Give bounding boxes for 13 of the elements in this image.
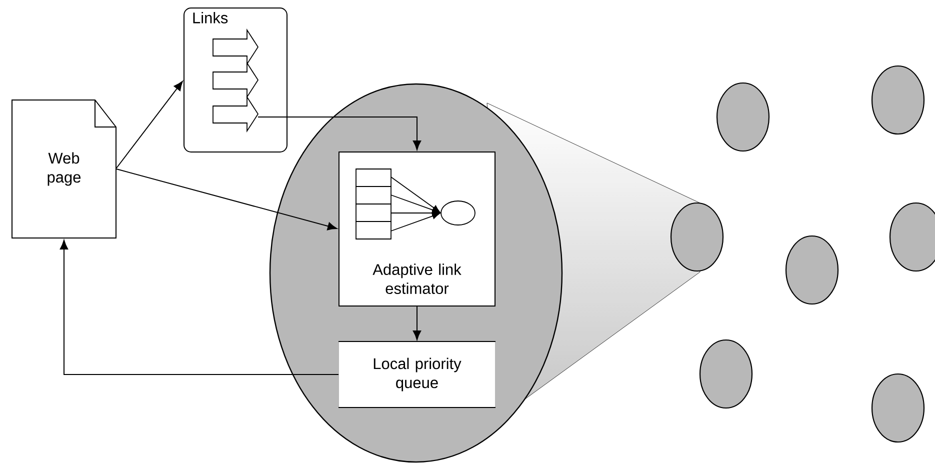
arrow [258,116,422,150]
arrow [174,81,183,92]
arrow [60,240,339,375]
ellipse-node [871,65,925,135]
arrow [412,306,422,340]
ellipse-node [785,235,839,305]
ellipse-node [889,202,935,272]
ellipse-node [871,373,925,443]
queue-band: Local priority queue [338,341,496,408]
arrow [116,168,338,230]
ellipse-node [670,202,724,272]
ellipse-node [716,82,770,152]
ellipse-node [699,339,753,409]
